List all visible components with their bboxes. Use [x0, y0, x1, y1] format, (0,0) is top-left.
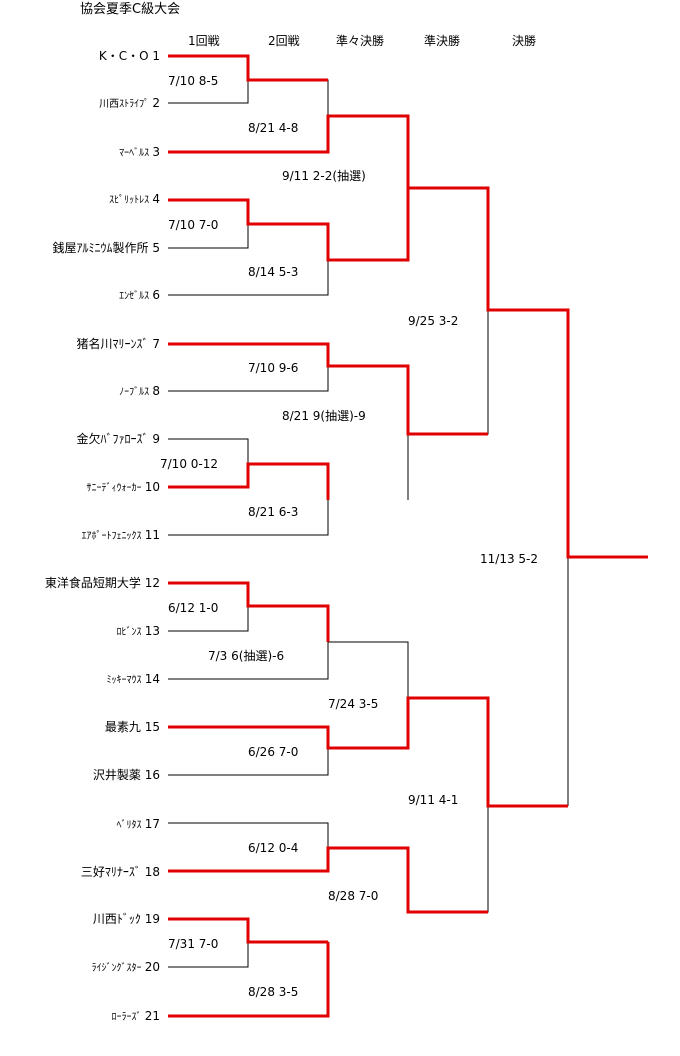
- bracket-line-team-14: [168, 642, 329, 680]
- team-label-10: ｻﾆｰﾃﾞｨｳｫｰｶｰ 10: [87, 480, 160, 494]
- team-label-11: ｴｱﾎﾟｰﾄﾌｪﾆｯｸｽ 11: [82, 528, 160, 542]
- team-label-6: ｴﾝｾﾞﾙｽ 6: [119, 288, 160, 302]
- result-qf-m4: 8/28 7-0: [328, 889, 378, 903]
- round-header-final: 決勝: [512, 33, 536, 48]
- team-list: K・C・O 1 川西ｽﾄﾗｲﾌﾟ 2 ﾏｰﾍﾞﾙｽ 3 ｽﾋﾟﾘｯﾄﾚｽ 4 銭…: [45, 49, 160, 1023]
- result-r2-m8: 8/28 3-5: [248, 985, 298, 999]
- team-label-2: 川西ｽﾄﾗｲﾌﾟ 2: [99, 96, 160, 110]
- round-header-1: 1回戦: [188, 34, 220, 48]
- result-r2-m2: 8/14 5-3: [248, 265, 298, 279]
- team-label-20: ﾗｲｼﾞﾝｸﾞｽﾀｰ 20: [92, 960, 160, 974]
- team-label-21: ﾛｰﾗｰｽﾞ 21: [112, 1009, 160, 1023]
- result-r1-m5: 7/31 7-0: [168, 937, 218, 951]
- bracket-line-m2-upper: [248, 79, 329, 116]
- result-sf-m2: 9/11 4-1: [408, 793, 458, 807]
- team-label-5: 銭屋ｱﾙﾐﾆｳﾑ製作所 5: [53, 240, 160, 255]
- winner-line-team-18: [168, 846, 488, 914]
- winner-line-team-10: [168, 462, 330, 500]
- team-label-4: ｽﾋﾟﾘｯﾄﾚｽ 4: [109, 192, 160, 206]
- result-r2-m6: 6/26 7-0: [248, 745, 298, 759]
- winner-line-team-19: [168, 917, 328, 944]
- round-header-quarterfinal: 準々決勝: [336, 33, 384, 48]
- round-header-2: 2回戦: [268, 34, 300, 48]
- result-qf-m1: 9/11 2-2(抽選): [282, 169, 366, 183]
- team-label-12: 東洋食品短期大学 12: [45, 575, 160, 590]
- team-label-16: 沢井製薬 16: [93, 768, 160, 782]
- result-r2-m3: 7/10 9-6: [248, 361, 298, 375]
- result-r1-m3: 7/10 0-12: [160, 457, 218, 471]
- team-label-19: 川西ﾄﾞｯｸ 19: [93, 912, 160, 926]
- bracket-line-team-17: [168, 822, 329, 848]
- team-label-3: ﾏｰﾍﾞﾙｽ 3: [119, 145, 160, 159]
- bracket-line-team-6: [168, 260, 329, 296]
- tournament-title: 協会夏季C級大会: [80, 2, 180, 17]
- bracket-line-sf2-lower: [408, 806, 489, 913]
- result-final: 11/13 5-2: [480, 552, 538, 566]
- bracket-line-qf3-upper: [328, 641, 409, 698]
- team-label-15: 最素九 15: [105, 720, 160, 734]
- winner-line-team-21: [168, 942, 330, 1018]
- team-label-13: ﾛﾋﾞﾝｽ 13: [117, 624, 160, 638]
- bracket-line-team-20: [168, 942, 249, 968]
- result-r2-m1: 8/21 4-8: [248, 121, 298, 135]
- team-label-8: ﾉｰﾌﾞﾙｽ 8: [119, 384, 160, 398]
- result-r1-m4: 6/12 1-0: [168, 601, 218, 615]
- bracket-line-team-5: [168, 224, 249, 249]
- result-r2-m4: 8/21 6-3: [248, 505, 298, 519]
- round-header-semifinal: 準決勝: [424, 33, 460, 48]
- bracket-line-sf1-lower: [408, 310, 489, 435]
- bracket-line-team-2: [168, 80, 249, 104]
- bracket-line-qf2-right: [328, 365, 409, 500]
- result-r2-m5: 7/3 6(抽選)-6: [208, 649, 284, 663]
- result-qf-m2: 8/21 9(抽選)-9: [282, 409, 366, 423]
- match-results: 7/10 8-5 8/21 4-8 9/11 2-2(抽選) 7/10 7-0 …: [160, 74, 538, 999]
- team-label-17: ﾍﾞﾘﾀｽ 17: [117, 817, 160, 831]
- winner-line-team-15: [168, 696, 568, 808]
- bracket-line-team-9: [168, 438, 249, 464]
- team-label-14: ﾐｯｷｰﾏｳｽ 14: [107, 672, 160, 686]
- winner-line-team-7: [168, 342, 488, 436]
- result-qf-m3: 7/24 3-5: [328, 697, 378, 711]
- bracket-line-team-11: [168, 500, 329, 536]
- team-label-18: 三好ﾏﾘﾅｰｽﾞ 18: [81, 865, 160, 879]
- result-r2-m7: 6/12 0-4: [248, 841, 298, 855]
- winner-line-team-12: [168, 581, 330, 642]
- result-r1-m2: 7/10 7-0: [168, 218, 218, 232]
- bracket-lines: [168, 79, 569, 1016]
- winner-line-team-3: [168, 114, 410, 260]
- result-r1-m1: 7/10 8-5: [168, 74, 218, 88]
- winner-line-team-4-champion: [168, 186, 648, 559]
- result-sf-m1: 9/25 3-2: [408, 314, 458, 328]
- bracket-line-sf2-upper-stub: [408, 697, 489, 806]
- bracket-line-team-13: [168, 606, 249, 632]
- winner-lines: [168, 54, 648, 1018]
- winner-line-team-1: [168, 54, 328, 82]
- team-label-9: 金欠ﾊﾞﾌｧﾛｰｽﾞ 9: [77, 431, 160, 446]
- team-label-1: K・C・O 1: [99, 49, 160, 63]
- team-label-7: 猪名川ﾏﾘｰﾝｽﾞ 7: [77, 336, 160, 351]
- bracket-line-team-8: [168, 366, 329, 392]
- bracket-line-team-16: [168, 748, 329, 776]
- bracket-line-m19-20: [248, 941, 329, 1016]
